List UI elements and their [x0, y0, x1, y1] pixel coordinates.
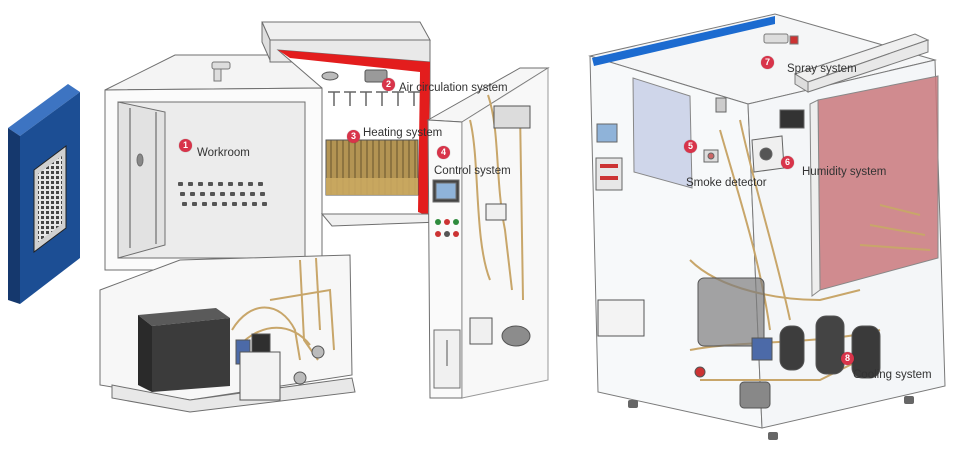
pipework-right: [689, 119, 931, 381]
fan-blade: [328, 91, 340, 106]
vent-slot: [228, 182, 233, 186]
control-parts: [469, 105, 531, 347]
caster-wheels: [628, 396, 914, 440]
vent-slot: [198, 182, 203, 186]
label-text-smoke-detector: Smoke detector: [686, 177, 767, 189]
vent-slot: [202, 202, 207, 206]
vent-slot: [178, 182, 183, 186]
vent-slot: [230, 192, 235, 196]
cylinders-left: [235, 333, 325, 401]
label-text-spray: Spray system: [787, 63, 857, 75]
marker-4: 4: [437, 146, 450, 159]
marker-6: 6: [781, 156, 794, 169]
control-button-dot: [453, 231, 459, 237]
control-buttons: [435, 219, 459, 237]
marker-2: 2: [382, 78, 395, 91]
label-text-cooling: Cooling system: [853, 369, 932, 381]
vent-slot: [238, 182, 243, 186]
door-panel: [8, 84, 80, 304]
fan-blades: [328, 91, 420, 106]
vent-slot: [252, 202, 257, 206]
workroom-vents: [178, 182, 267, 206]
vent-slot: [200, 192, 205, 196]
marker-1: 1: [179, 139, 192, 152]
label-text-air-circulation: Air circulation system: [399, 82, 508, 94]
spray-nozzle-left: [211, 61, 231, 82]
vent-slot: [220, 192, 225, 196]
vent-slot: [242, 202, 247, 206]
label-text-control: Control system: [434, 165, 511, 177]
marker-3: 3: [347, 130, 360, 143]
vent-slot: [208, 182, 213, 186]
vent-slot: [180, 192, 185, 196]
label-text-heating: Heating system: [363, 127, 443, 139]
control-button-dot: [435, 219, 441, 225]
smoke-detector-part: [703, 97, 727, 163]
fan-blade: [376, 91, 388, 106]
chamber-window-left: [632, 77, 693, 189]
vent-slot: [262, 202, 267, 206]
vent-slot: [258, 182, 263, 186]
control-button-dot: [444, 219, 450, 225]
spray-system-unit: [763, 33, 930, 93]
label-text-workroom: Workroom: [197, 147, 250, 159]
label-text-humidity: Humidity system: [802, 166, 887, 178]
vent-slot: [222, 202, 227, 206]
vent-slot: [212, 202, 217, 206]
vent-slot: [232, 202, 237, 206]
control-button-dot: [435, 231, 441, 237]
marker-5: 5: [684, 140, 697, 153]
vent-slot: [248, 182, 253, 186]
fan-blade: [408, 91, 420, 106]
control-button-dot: [453, 219, 459, 225]
marker-8: 8: [841, 352, 854, 365]
workroom-box: [104, 54, 323, 271]
vent-slot: [182, 202, 187, 206]
vent-slot: [190, 192, 195, 196]
vent-slot: [210, 192, 215, 196]
compressor-box: [138, 308, 230, 392]
chamber-control-panel: [595, 123, 623, 191]
vent-slot: [260, 192, 265, 196]
vent-slot: [192, 202, 197, 206]
vent-slot: [250, 192, 255, 196]
chamber-window-right: [809, 75, 939, 297]
vent-slot: [240, 192, 245, 196]
control-button-dot: [444, 231, 450, 237]
pipework-control: [469, 94, 524, 301]
heating-elements: [325, 139, 419, 196]
fan-blade: [344, 91, 356, 106]
fan-motor: [321, 69, 388, 83]
cooling-components-right: [597, 277, 881, 409]
fan-blade: [392, 91, 404, 106]
vent-slot: [218, 182, 223, 186]
fan-blade: [360, 91, 372, 106]
marker-7: 7: [761, 56, 774, 69]
humidity-unit: [751, 109, 805, 173]
heater-tray: [320, 213, 442, 227]
vent-slot: [188, 182, 193, 186]
